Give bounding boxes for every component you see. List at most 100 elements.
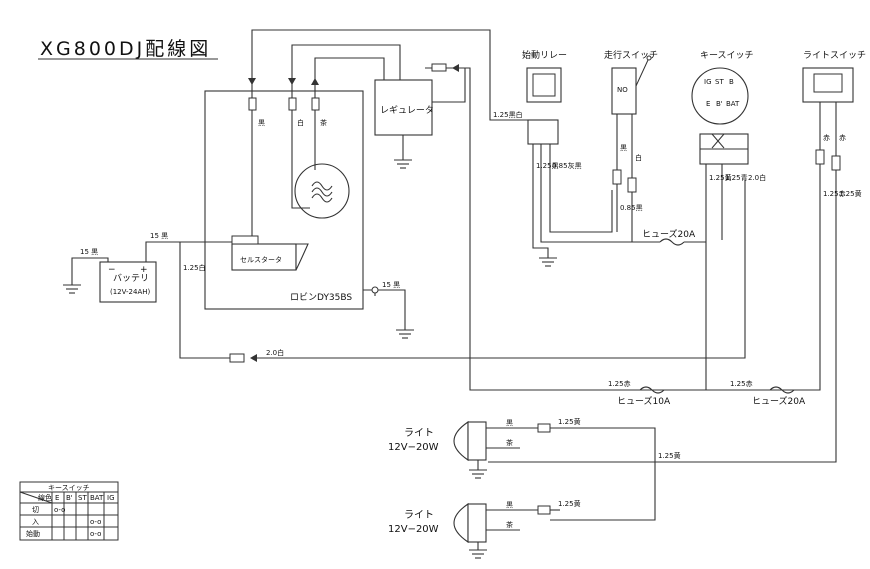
- key-row-start: 始動: [26, 529, 40, 538]
- light-switch-body: [802, 67, 854, 103]
- wire-regulator-fuse10a: [465, 67, 800, 391]
- label-15-kuro-battery: 15 黒: [80, 248, 98, 256]
- arrow-down-icon: [288, 78, 296, 85]
- wire-battery-starter: [145, 241, 232, 262]
- label-125-ki-a: 1.25黄: [558, 417, 581, 426]
- label-125-kuro-vert: 1.25黒: [536, 162, 559, 170]
- label-125-aka-b: 1.25赤: [730, 380, 753, 388]
- engine-box: [204, 90, 364, 310]
- battery-label: バッテリ: [113, 273, 149, 284]
- key-pin-bat: BAT: [726, 100, 740, 108]
- light-2-label: ライト: [404, 509, 434, 521]
- ground-icon: [539, 257, 557, 267]
- key-col-ig: IG: [107, 494, 115, 502]
- label-aka-ls-b: 赤: [839, 134, 846, 142]
- arrow-up-icon: [311, 78, 319, 85]
- key-mark-on: o-o: [90, 518, 101, 526]
- key-col-b2: B': [66, 494, 73, 502]
- wire-engine-ground: [378, 289, 406, 330]
- key-col-st: ST: [78, 494, 87, 502]
- wire-shiro-engine: [291, 110, 310, 209]
- key-row-off: 切: [32, 506, 39, 514]
- engine-label: ロビンDY35BS: [290, 292, 352, 303]
- connector-cha: [311, 97, 320, 111]
- engine-ground-terminal: [371, 286, 379, 294]
- coil-winding-icon: [311, 181, 333, 203]
- key-table-sub: 線色: [38, 493, 52, 502]
- label-15-kuro-engine: 15 黒: [382, 281, 400, 289]
- light-1-lens: [453, 420, 469, 462]
- start-relay-connector: [527, 119, 559, 145]
- label-125-ki-c: 1.25黄: [558, 499, 581, 508]
- connector-run-b: [627, 177, 637, 193]
- start-relay-title: 始動リレー: [522, 49, 567, 61]
- battery-spec: (12V-24AH): [110, 288, 151, 296]
- light-2-body: [467, 503, 487, 543]
- start-relay-inner: [532, 73, 556, 97]
- wire-relay-ground: [532, 144, 549, 258]
- light-1-body: [467, 421, 487, 461]
- key-table-header: キースイッチ: [48, 484, 90, 492]
- connector-run-a: [612, 169, 622, 185]
- label-kuro-run: 黒: [620, 144, 627, 152]
- generator-coil: [294, 163, 350, 219]
- regulator-label: レギュレータ: [380, 105, 434, 116]
- label-shiro-run: 白: [635, 153, 642, 162]
- label-125-ki-vert: 1.25黄: [709, 173, 732, 182]
- arrow-down-icon: [248, 78, 256, 85]
- label-kuro-l2: 黒: [506, 501, 513, 509]
- regulator-box: [374, 79, 433, 136]
- label-20-shiro-vert: 2.0白: [748, 173, 766, 182]
- connector-regulator-out: [431, 63, 447, 72]
- connector-shiro: [288, 97, 297, 111]
- connector-kuro: [248, 97, 257, 111]
- run-switch-knob: [646, 55, 652, 61]
- start-relay-body: [526, 67, 562, 103]
- light-1-spec: 12V−20W: [388, 442, 439, 453]
- light-2-spec: 12V−20W: [388, 524, 439, 535]
- key-pin-b2: B': [716, 100, 723, 108]
- label-cha-l2: 茶: [506, 520, 513, 529]
- connector-ls-b: [831, 155, 841, 171]
- label-125-aka-a: 1.25赤: [608, 380, 631, 388]
- wire-kuro-top: [251, 29, 528, 121]
- key-switch-body: [691, 67, 749, 125]
- label-125-gray-vert: 0.85灰黒: [552, 161, 582, 170]
- light-switch-title: ライトスイッチ: [803, 50, 866, 61]
- key-col-e: E: [55, 494, 59, 502]
- label-125-ki-b: 1.25黄: [658, 451, 681, 460]
- key-switch-title: キースイッチ: [700, 50, 754, 61]
- run-switch-lever: [635, 59, 649, 87]
- run-switch-title: 走行スイッチ: [604, 49, 658, 61]
- key-col-bat: BAT: [90, 494, 104, 502]
- key-connector-mark: [711, 133, 725, 149]
- ground-icon: [394, 159, 412, 169]
- connector-ls-a: [815, 149, 825, 165]
- connector-light-1: [537, 423, 551, 433]
- fuse-20a-top-label: ヒューズ20A: [642, 228, 696, 240]
- wire-relay-b: [540, 144, 632, 243]
- light-switch-inner: [813, 73, 843, 93]
- starter-body: [231, 243, 297, 271]
- label-kuro-engine: 黒: [258, 119, 265, 127]
- key-pin-e: E: [706, 100, 710, 108]
- label-125-aka-vert: 1.25赤: [823, 190, 846, 198]
- wire-light1-bus: [550, 427, 656, 521]
- wire-shiro-top: [291, 44, 401, 98]
- wire-battery-ground: [71, 257, 109, 285]
- label-aka-ls-a: 赤: [823, 134, 830, 142]
- light-1-label: ライト: [404, 427, 434, 439]
- key-mark-start: o-o: [90, 530, 101, 538]
- ground-icon: [469, 549, 487, 559]
- starter-label: セルスタータ: [240, 255, 282, 264]
- ground-icon: [469, 469, 487, 479]
- connector-20-shiro: [229, 353, 245, 363]
- diagram-title: XG800DJ配線図: [40, 38, 211, 60]
- label-cha-engine: 茶: [320, 118, 327, 127]
- run-switch-mark: NO: [617, 86, 628, 94]
- wire-ls-a-down: [800, 164, 821, 391]
- run-switch-body: [611, 67, 637, 115]
- ground-icon: [63, 284, 81, 294]
- starter-pinion: [295, 243, 309, 271]
